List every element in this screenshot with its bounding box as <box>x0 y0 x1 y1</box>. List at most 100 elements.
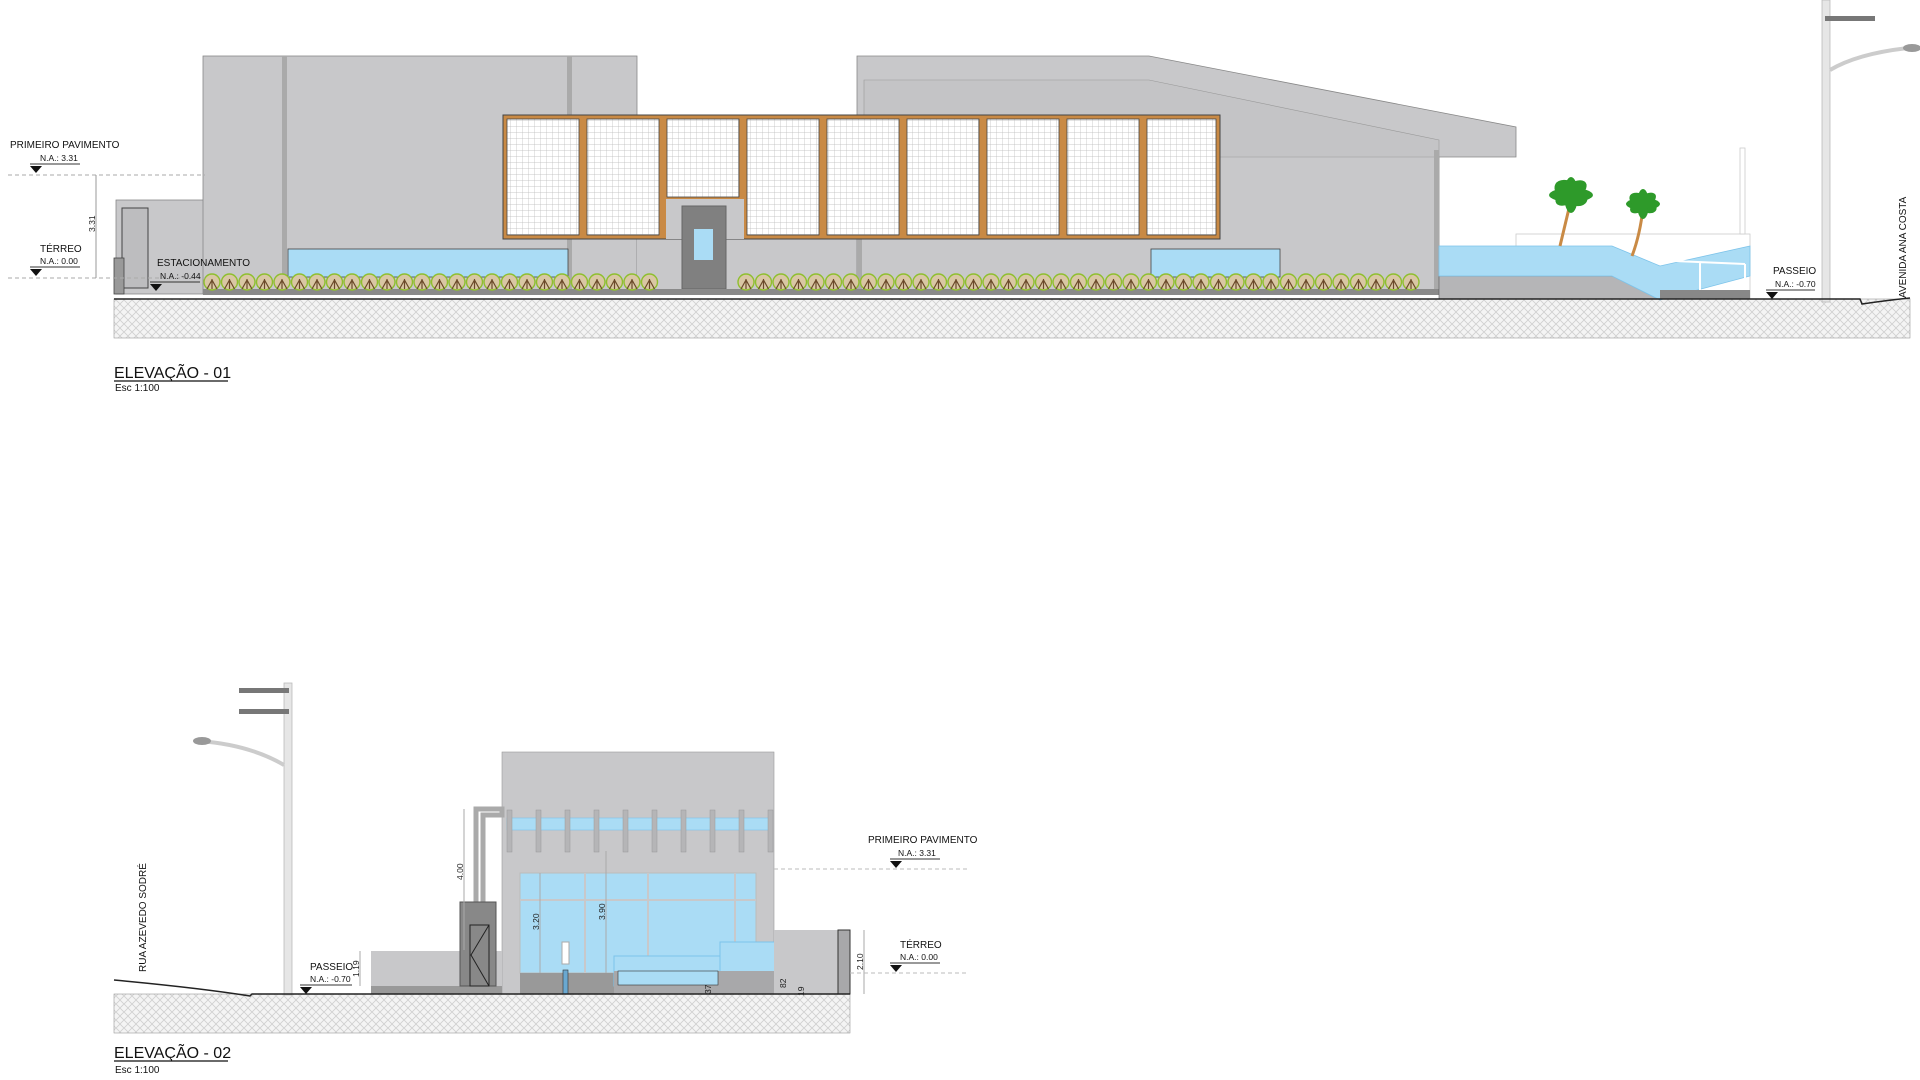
dimension-text: 1.19 <box>351 960 361 977</box>
shrub <box>1017 273 1035 291</box>
fin <box>622 809 629 853</box>
shrub <box>1192 273 1210 291</box>
shrub <box>518 273 536 291</box>
level-value: N.A.: -0.44 <box>160 271 201 281</box>
shrub <box>824 273 843 291</box>
mesh-panel <box>826 118 900 236</box>
drawing-title: ELEVAÇÃO - 01 <box>114 362 231 382</box>
shrub <box>1052 273 1070 291</box>
shrub <box>640 273 659 291</box>
glass-strip-left <box>287 248 569 278</box>
shrub <box>1279 273 1298 291</box>
drawing-scale: Esc 1:100 <box>115 383 160 394</box>
gate <box>121 207 149 289</box>
shrub <box>947 273 965 291</box>
drawing-scale: Esc 1:100 <box>115 1065 160 1076</box>
dimension-text: 4.00 <box>455 863 465 880</box>
palm-tree <box>1549 177 1593 247</box>
street-name: RUA AZEVEDO SODRÉ <box>136 863 149 972</box>
shrub <box>1349 273 1368 291</box>
level-primeiro-pavimento: PRIMEIRO PAVIMENTO N.A.: 3.31 <box>8 140 205 176</box>
glass-ramp <box>1438 245 1751 301</box>
mesh-panel <box>506 118 580 236</box>
shrub <box>912 273 930 291</box>
fins <box>506 809 774 853</box>
shrub <box>929 273 948 291</box>
shrub <box>465 273 484 291</box>
shrub <box>999 273 1018 291</box>
shrub <box>605 273 624 291</box>
shrub <box>1104 273 1123 291</box>
fin <box>564 809 571 853</box>
level-primeiro-pavimento: PRIMEIRO PAVIMENTO N.A.: 3.31 <box>774 835 978 870</box>
fin <box>767 809 774 853</box>
ground-line <box>114 297 1911 305</box>
shrub <box>1297 273 1315 291</box>
level-label: PRIMEIRO PAVIMENTO <box>868 835 978 846</box>
level-label: PASSEIO <box>310 962 353 973</box>
shrub <box>964 273 983 291</box>
shrub <box>807 273 825 291</box>
shrub <box>859 273 878 291</box>
elevation-02: 4.00 3.20 3.90 1.19 2.10 37 82 19 PRIMEI… <box>113 682 978 1076</box>
bench <box>1660 290 1750 299</box>
shrub <box>1367 273 1385 291</box>
shrub <box>535 273 554 291</box>
shrub <box>588 273 606 291</box>
dimension-1-19: 1.19 <box>351 951 361 986</box>
mesh-panel <box>666 118 740 198</box>
ground-section <box>113 298 1911 339</box>
mesh-panels <box>506 118 1217 236</box>
mesh-panel <box>1066 118 1140 236</box>
shrub <box>325 273 344 291</box>
fin <box>535 809 542 853</box>
mesh-panel <box>906 118 980 236</box>
level-passeio: PASSEIO N.A.: -0.70 <box>300 962 353 994</box>
dimension-4-00: 4.00 <box>455 809 465 950</box>
level-label: ESTACIONAMENTO <box>157 258 250 269</box>
shrub <box>842 273 860 291</box>
mesh-panel <box>986 118 1060 236</box>
fin <box>680 809 687 853</box>
dimension-3-90: 3.90 <box>597 851 607 973</box>
shrub <box>1069 273 1088 291</box>
dimension-37: 37 <box>703 984 713 994</box>
shrub <box>772 273 790 291</box>
level-value: N.A.: 3.31 <box>898 848 936 858</box>
shrub <box>1122 273 1140 291</box>
level-label: PRIMEIRO PAVIMENTO <box>10 140 120 151</box>
dimension-2-10: 2.10 <box>855 930 865 994</box>
right-wall <box>837 929 851 995</box>
shrub <box>360 273 379 291</box>
street-light <box>1821 0 1920 303</box>
base-strip <box>203 289 1439 295</box>
shrub <box>737 273 755 291</box>
level-label: PASSEIO <box>1773 266 1816 277</box>
mesh-panel <box>586 118 660 236</box>
mesh-panel <box>1146 118 1217 236</box>
street-light <box>193 682 293 996</box>
dimension-text: 3.31 <box>87 215 97 232</box>
shrub <box>343 273 361 291</box>
dimension-3-20: 3.20 <box>531 873 541 973</box>
level-value: N.A.: -0.70 <box>310 974 351 984</box>
shrub <box>1139 273 1158 291</box>
shrub <box>1034 273 1053 291</box>
shrub <box>1402 273 1420 291</box>
shrub <box>1227 273 1245 291</box>
fin <box>593 809 600 853</box>
palm-tree <box>1626 189 1660 257</box>
dimension-19: 19 <box>796 986 806 996</box>
fin <box>651 809 658 853</box>
shrub <box>1262 273 1280 291</box>
shrub <box>378 273 396 291</box>
shrub <box>754 273 773 291</box>
shrub <box>1174 273 1193 291</box>
shrub <box>273 273 291 291</box>
shrub <box>395 273 414 291</box>
shrub <box>982 273 1000 291</box>
dimension-3-31: 3.31 <box>87 175 97 278</box>
level-value: N.A.: -0.70 <box>1775 279 1816 289</box>
shrub <box>553 273 571 291</box>
